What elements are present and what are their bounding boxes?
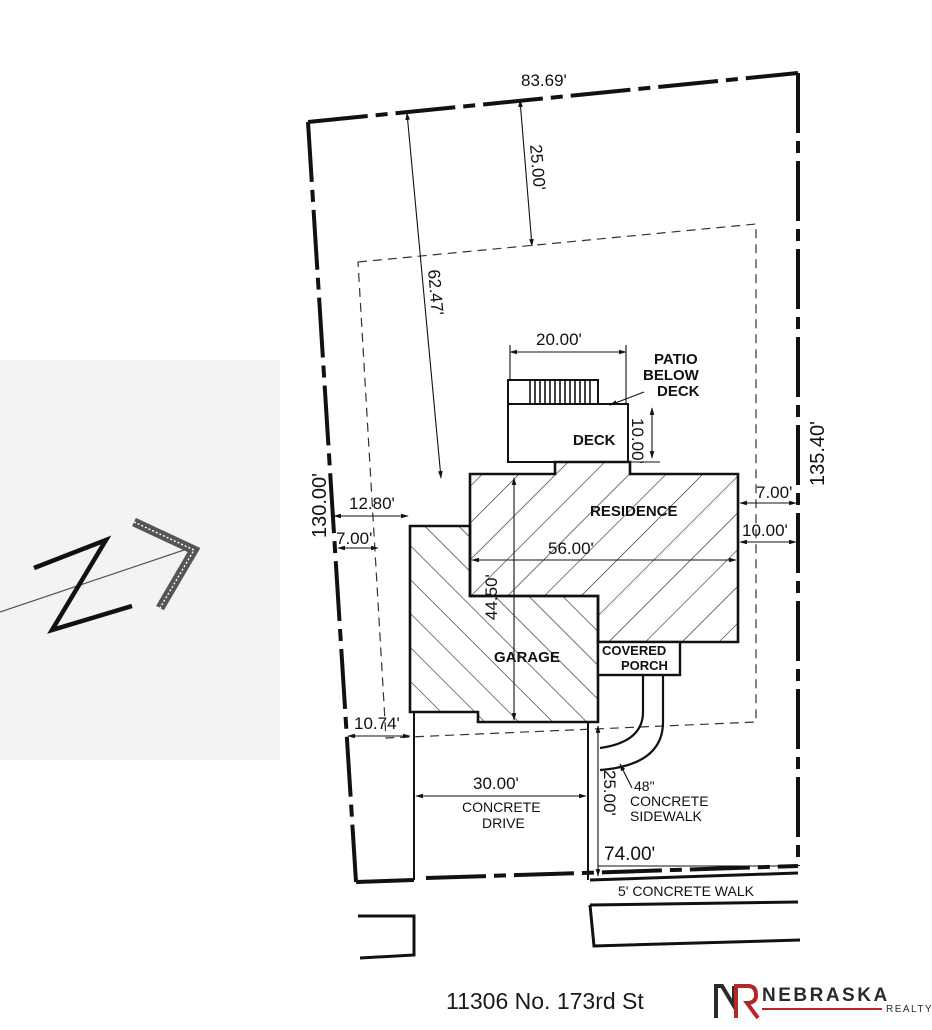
street-curb bbox=[358, 871, 801, 960]
dim-left-lot: 130.00' bbox=[309, 473, 331, 538]
label-drive-1: CONCRETE bbox=[462, 799, 541, 815]
north-arrow-icon bbox=[0, 517, 201, 634]
dim-right-lot: 135.40' bbox=[807, 421, 829, 486]
property-address: 11306 No. 173rd St bbox=[446, 988, 644, 1014]
dim-front-setback: 25.00' bbox=[526, 144, 549, 191]
dim-house-depth: 44.50' bbox=[482, 574, 501, 620]
nr-logo-icon bbox=[714, 984, 760, 1020]
dim-left-side-12: 12.80' bbox=[349, 494, 395, 513]
label-garage: GARAGE bbox=[494, 649, 560, 666]
label-sidewalk-2: CONCRETE bbox=[630, 793, 709, 809]
setback-line bbox=[357, 223, 757, 739]
brand-logo: NEBRASKA REALTY bbox=[714, 982, 932, 1022]
label-sidewalk-3: SIDEWALK bbox=[630, 808, 702, 824]
dim-right-side-7: 7.00' bbox=[756, 483, 792, 502]
label-covered-porch-1: COVERED bbox=[602, 643, 666, 658]
brand-name: NEBRASKA bbox=[762, 985, 890, 1006]
dim-deck-width: 20.00' bbox=[536, 330, 582, 349]
label-residence: RESIDENCE bbox=[590, 503, 678, 520]
dim-bottom-left-offset: 10.74' bbox=[354, 714, 400, 733]
label-walk: 5' CONCRETE WALK bbox=[618, 883, 755, 899]
label-drive-2: DRIVE bbox=[482, 815, 525, 831]
label-patio-3: DECK bbox=[657, 383, 700, 400]
patio-stairs bbox=[507, 379, 599, 405]
label-patio-1: PATIO bbox=[654, 351, 698, 368]
dim-left-side-7: 7.00' bbox=[336, 529, 372, 548]
property-line bbox=[306, 71, 800, 884]
dim-right-side-10: 10.00' bbox=[742, 521, 788, 540]
dim-diagonal: 62.47' bbox=[424, 269, 447, 316]
dimension-lines bbox=[333, 99, 797, 877]
dim-deck-depth: 10.00' bbox=[628, 418, 647, 464]
label-patio-2: BELOW bbox=[643, 367, 700, 384]
driveway bbox=[413, 712, 589, 880]
dim-walk-setback: 25.00' bbox=[600, 770, 619, 816]
brand-rule bbox=[762, 1008, 882, 1010]
label-sidewalk-1: 48" bbox=[634, 778, 655, 794]
label-deck: DECK bbox=[573, 432, 616, 449]
dim-bottom-lot: 74.00' bbox=[604, 844, 655, 865]
dim-drive-width: 30.00' bbox=[473, 774, 519, 793]
dim-house-width: 56.00' bbox=[548, 539, 594, 558]
brand-sub: REALTY bbox=[886, 1004, 932, 1015]
covered-porch bbox=[596, 640, 682, 677]
sidewalk-curve bbox=[599, 675, 665, 772]
label-covered-porch-2: PORCH bbox=[621, 658, 668, 673]
drawing-background bbox=[0, 360, 280, 760]
garage bbox=[408, 524, 600, 724]
stair-treads bbox=[529, 381, 591, 403]
dim-top-lot: 83.69' bbox=[521, 71, 567, 90]
deck bbox=[507, 403, 629, 463]
